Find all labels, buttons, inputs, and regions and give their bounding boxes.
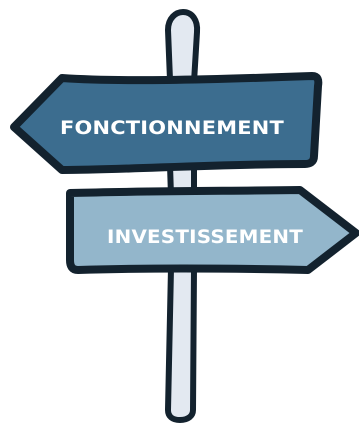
post-top: [165, 9, 201, 85]
left-sign-board: [10, 72, 323, 174]
right-sign-label: INVESTISSEMENT: [107, 226, 303, 248]
right-sign-board: [66, 186, 359, 274]
left-sign-label: FONCTIONNEMENT: [60, 117, 284, 139]
post-bottom: [165, 265, 197, 423]
